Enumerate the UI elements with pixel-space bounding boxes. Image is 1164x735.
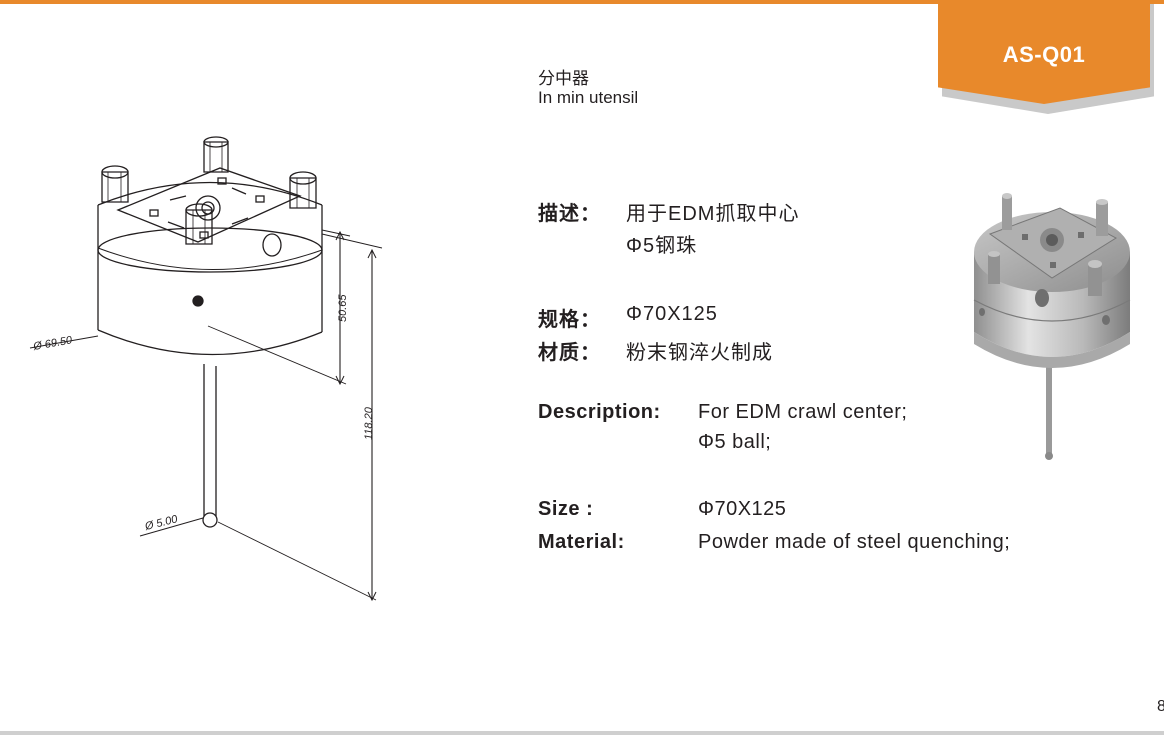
en-description-line2: Φ5 ball;	[698, 431, 772, 453]
cn-description-line1: 用于EDM抓取中心	[626, 203, 800, 225]
cn-description-line2: Φ5钢珠	[626, 235, 698, 257]
cn-size-value: Φ70X125	[626, 303, 718, 325]
en-material-value: Powder made of steel quenching;	[698, 531, 1011, 553]
product-photo	[973, 193, 1131, 460]
cn-size-label: 规格：	[538, 309, 601, 331]
en-material-label: Material:	[538, 531, 625, 553]
dim-body-height-label: 50.65	[337, 294, 349, 322]
en-description-line1: For EDM crawl center;	[698, 401, 908, 423]
bottom-rule	[0, 731, 1164, 735]
product-code-tab	[938, 0, 1150, 104]
cn-description-label: 描述：	[538, 203, 601, 225]
dim-diameter-label: Ø 69.50	[31, 334, 73, 353]
cn-material-label: 材质：	[538, 342, 601, 364]
page-number: 8	[1157, 698, 1164, 715]
cn-material-value: 粉末钢淬火制成	[626, 342, 773, 364]
en-size-value: Φ70X125	[698, 498, 787, 520]
en-size-label: Size :	[538, 498, 594, 520]
en-description-label: Description:	[538, 401, 661, 423]
product-code: AS-Q01	[1002, 42, 1086, 67]
product-title-en: In min utensil	[538, 88, 639, 107]
technical-drawing: Ø 69.50 50.65 118.20 Ø 5.00	[29, 136, 383, 602]
top-accent-rule	[0, 0, 1164, 4]
dim-total-height-label: 118.20	[363, 406, 375, 440]
product-title-cn: 分中器	[538, 69, 589, 88]
